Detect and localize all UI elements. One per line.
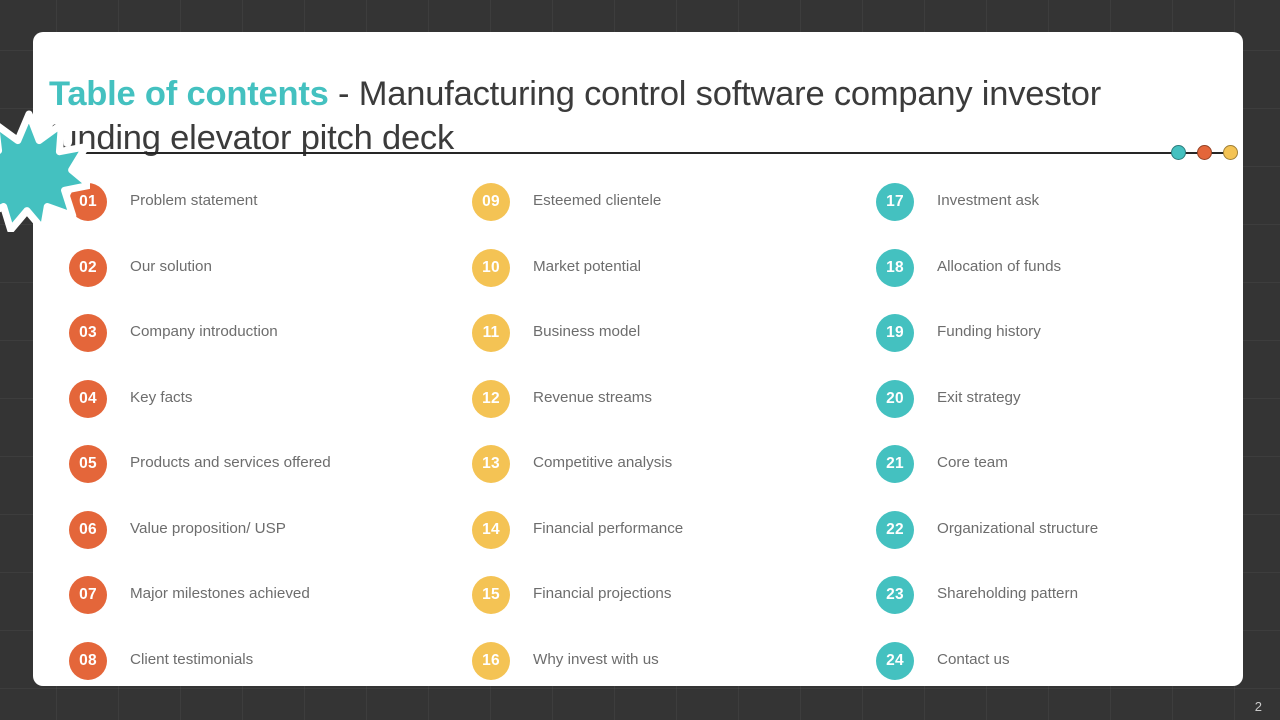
toc-number-badge: 05 bbox=[69, 445, 107, 483]
toc-number-badge: 13 bbox=[472, 445, 510, 483]
toc-number-badge: 20 bbox=[876, 379, 914, 418]
toc-column-3: 17 Investment ask 18 Allocation of funds 19 F… bbox=[876, 164, 1280, 688]
toc-number-badge: 09 bbox=[472, 183, 510, 221]
toc-item-label: Why invest with us bbox=[533, 650, 659, 668]
toc-number-badge: 15 bbox=[472, 576, 510, 614]
divider-rule bbox=[66, 152, 1231, 154]
toc-item-label: Key facts bbox=[130, 388, 193, 406]
toc-item[interactable]: 13 Competitive analysis bbox=[472, 426, 876, 492]
toc-item[interactable]: 14 Financial performance bbox=[472, 492, 876, 558]
toc-item-label: Business model bbox=[533, 323, 641, 340]
toc-item-label: Investment ask bbox=[937, 192, 1040, 209]
toc-item-label: Funding history bbox=[937, 323, 1041, 340]
toc-item[interactable]: 24 Contact us bbox=[876, 623, 1280, 689]
page-title: Table of contents - Manufacturing contro… bbox=[49, 72, 1179, 160]
toc-item-label: Esteemed clientele bbox=[533, 192, 662, 209]
toc-item[interactable]: 01 Problem statement bbox=[69, 164, 473, 230]
toc-item[interactable]: 23 Shareholding pattern bbox=[876, 557, 1280, 623]
rule-dot-teal bbox=[1171, 145, 1186, 160]
toc-number-badge: 04 bbox=[69, 379, 107, 418]
toc-number-badge: 14 bbox=[472, 510, 510, 549]
toc-item-label: Financial performance bbox=[533, 519, 684, 537]
toc-number-badge: 18 bbox=[876, 248, 914, 287]
toc-item[interactable]: 11 Business model bbox=[472, 295, 876, 361]
toc-item-label: Financial projections bbox=[533, 585, 672, 602]
toc-item[interactable]: 08 Client testimonials bbox=[69, 623, 473, 689]
toc-item[interactable]: 21 Core team bbox=[876, 426, 1280, 492]
page-number: 2 bbox=[1254, 699, 1262, 714]
toc-number-badge: 10 bbox=[472, 248, 510, 287]
toc-number-badge: 24 bbox=[876, 641, 914, 680]
toc-item[interactable]: 06 Value proposition/ USP bbox=[69, 492, 473, 558]
toc-number-badge: 06 bbox=[69, 510, 107, 549]
toc-item-label: Major milestones achieved bbox=[130, 585, 310, 602]
toc-item[interactable]: 07 Major milestones achieved bbox=[69, 557, 473, 623]
toc-number-badge: 23 bbox=[876, 576, 914, 614]
toc-item[interactable]: 02 Our solution bbox=[69, 230, 473, 296]
toc-item-label: Competitive analysis bbox=[533, 454, 673, 471]
toc-item-label: Problem statement bbox=[130, 192, 258, 209]
toc-column-1: 01 Problem statement 02 Our solution 03 Compa… bbox=[69, 164, 473, 688]
toc-item-label: Revenue streams bbox=[533, 388, 653, 406]
toc-number-badge: 03 bbox=[69, 314, 107, 352]
toc-item[interactable]: 22 Organizational structure bbox=[876, 492, 1280, 558]
page-title-accent: Table of contents bbox=[49, 75, 329, 114]
toc-item-label: Contact us bbox=[937, 650, 1010, 668]
toc-item[interactable]: 18 Allocation of funds bbox=[876, 230, 1280, 296]
toc-number-badge: 02 bbox=[69, 248, 107, 287]
toc-item-label: Exit strategy bbox=[937, 388, 1021, 406]
toc-item[interactable]: 16 Why invest with us bbox=[472, 623, 876, 689]
toc-item-label: Allocation of funds bbox=[937, 257, 1062, 275]
toc-number-badge: 07 bbox=[69, 576, 107, 614]
toc-item[interactable]: 03 Company introduction bbox=[69, 295, 473, 361]
toc-number-badge: 19 bbox=[876, 314, 914, 352]
toc-item[interactable]: 09 Esteemed clientele bbox=[472, 164, 876, 230]
toc-number-badge: 12 bbox=[472, 379, 510, 418]
toc-item[interactable]: 04 Key facts bbox=[69, 361, 473, 427]
toc-item[interactable]: 17 Investment ask bbox=[876, 164, 1280, 230]
toc-item-label: Market potential bbox=[533, 257, 642, 275]
toc-number-badge: 08 bbox=[69, 641, 107, 680]
toc-item-label: Products and services offered bbox=[130, 454, 331, 471]
toc-item-label: Value proposition/ USP bbox=[130, 519, 286, 537]
toc-number-badge: 21 bbox=[876, 445, 914, 483]
toc-item-label: Core team bbox=[937, 454, 1008, 471]
toc-item[interactable]: 19 Funding history bbox=[876, 295, 1280, 361]
toc-number-badge: 11 bbox=[472, 314, 510, 352]
toc-item[interactable]: 15 Financial projections bbox=[472, 557, 876, 623]
toc-item-label: Organizational structure bbox=[937, 519, 1099, 537]
toc-item-label: Our solution bbox=[130, 257, 212, 275]
toc-item-label: Shareholding pattern bbox=[937, 585, 1079, 602]
page-title-rest: - Manufacturing control software company… bbox=[49, 75, 1102, 158]
toc-item[interactable]: 12 Revenue streams bbox=[472, 361, 876, 427]
toc-number-badge: 17 bbox=[876, 183, 914, 221]
toc-item[interactable]: 10 Market potential bbox=[472, 230, 876, 296]
toc-column-2: 09 Esteemed clientele 10 Market potential 11… bbox=[472, 164, 876, 688]
toc-item[interactable]: 20 Exit strategy bbox=[876, 361, 1280, 427]
toc-number-badge: 22 bbox=[876, 510, 914, 549]
rule-dot-orange bbox=[1197, 145, 1212, 160]
toc-number-badge: 01 bbox=[69, 183, 107, 221]
toc-item-label: Company introduction bbox=[130, 323, 278, 340]
toc-item-label: Client testimonials bbox=[130, 650, 254, 668]
rule-dot-yellow bbox=[1223, 145, 1238, 160]
toc-number-badge: 16 bbox=[472, 641, 510, 680]
toc-item[interactable]: 05 Products and services offered bbox=[69, 426, 473, 492]
slide-card: Table of contents - Manufacturing contro… bbox=[33, 32, 1243, 686]
